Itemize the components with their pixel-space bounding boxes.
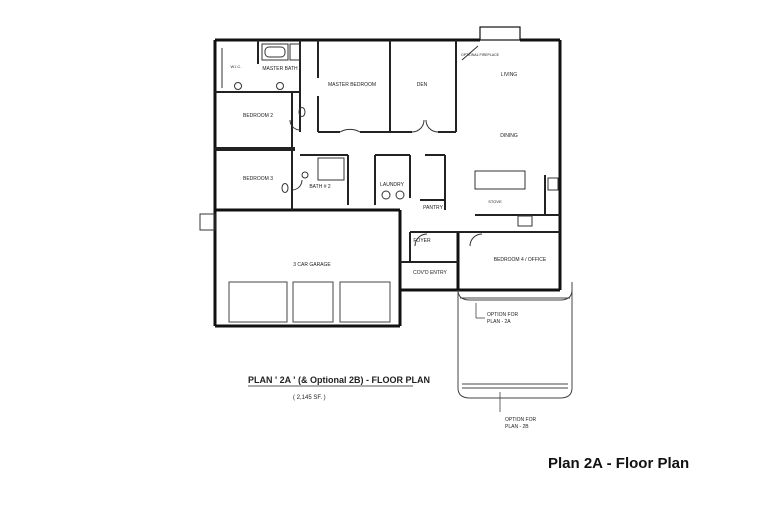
note-option-2b-line2: PLAN - 2B: [505, 424, 529, 430]
label-dining: DINING: [500, 133, 518, 139]
garage-door-1: [228, 281, 288, 323]
label-bath2: BATH # 2: [309, 184, 331, 190]
label-covered-entry: COV'D ENTRY: [413, 270, 447, 276]
washer: [381, 190, 391, 200]
leader-lines: [475, 303, 501, 412]
master-tub: [261, 43, 289, 61]
plan-area: ( 2,145 SF. ): [293, 395, 326, 401]
foyer-door: [414, 233, 428, 247]
note-option-2b-line1: OPTION FOR: [505, 417, 537, 423]
exterior-walls: [213, 38, 562, 328]
note-option-2a-line2: PLAN - 2A: [487, 319, 511, 325]
label-master-bedroom: MASTER BEDROOM: [328, 82, 376, 88]
label-fireplace: OPTIONAL FIREPLACE: [461, 53, 500, 57]
label-living: LIVING: [501, 72, 518, 78]
garage-side-door: [199, 213, 216, 231]
doors: [289, 45, 483, 247]
plan-caption: Plan 2A - Floor Plan: [548, 455, 690, 472]
bedroom3-door: [291, 179, 303, 191]
label-pantry: PANTRY: [423, 205, 443, 211]
option-2a-outline: [457, 282, 573, 301]
label-den: DEN: [417, 82, 428, 88]
master-tub-basin: [264, 46, 286, 58]
option-2b-outline: [457, 290, 573, 399]
label-stove: STOVE: [488, 199, 502, 204]
bath2-tub: [317, 157, 345, 181]
master-toilet: [298, 107, 306, 117]
kitchen-island: [474, 170, 526, 190]
label-bedroom2: BEDROOM 2: [243, 113, 273, 119]
label-laundry: LAUNDRY: [380, 182, 404, 188]
den-double-door: [411, 119, 439, 133]
master-sink-1: [234, 82, 242, 90]
note-option-2a-line1: OPTION FOR: [487, 312, 519, 318]
bath2-toilet: [281, 183, 289, 193]
bedroom2-door: [289, 119, 301, 131]
fixtures: [221, 43, 559, 227]
label-foyer: FOYER: [413, 238, 431, 244]
label-bedroom3: BEDROOM 3: [243, 176, 273, 182]
dryer: [395, 190, 405, 200]
master-shower: [289, 43, 301, 61]
label-master-bath: MASTER BATH: [262, 66, 298, 72]
bedroom4-door: [469, 233, 483, 247]
fireplace-mark: [461, 45, 479, 61]
bath2-sink: [301, 171, 309, 179]
label-bedroom4: BEDROOM 4 / OFFICE: [494, 257, 547, 263]
label-wic: W.I.C.: [231, 64, 242, 69]
master-sink-2: [276, 82, 284, 90]
kitchen-sink: [547, 177, 559, 191]
garage-doors: [228, 281, 391, 323]
master-bedroom-door: [339, 128, 361, 133]
garage-door-2: [292, 281, 334, 323]
plan-title: PLAN ' 2A ' (& Optional 2B) - FLOOR PLAN: [248, 375, 430, 385]
stove: [517, 215, 533, 227]
chimney-outline: [479, 26, 521, 41]
garage-door-3: [339, 281, 391, 323]
label-garage: 3 CAR GARAGE: [293, 262, 331, 268]
